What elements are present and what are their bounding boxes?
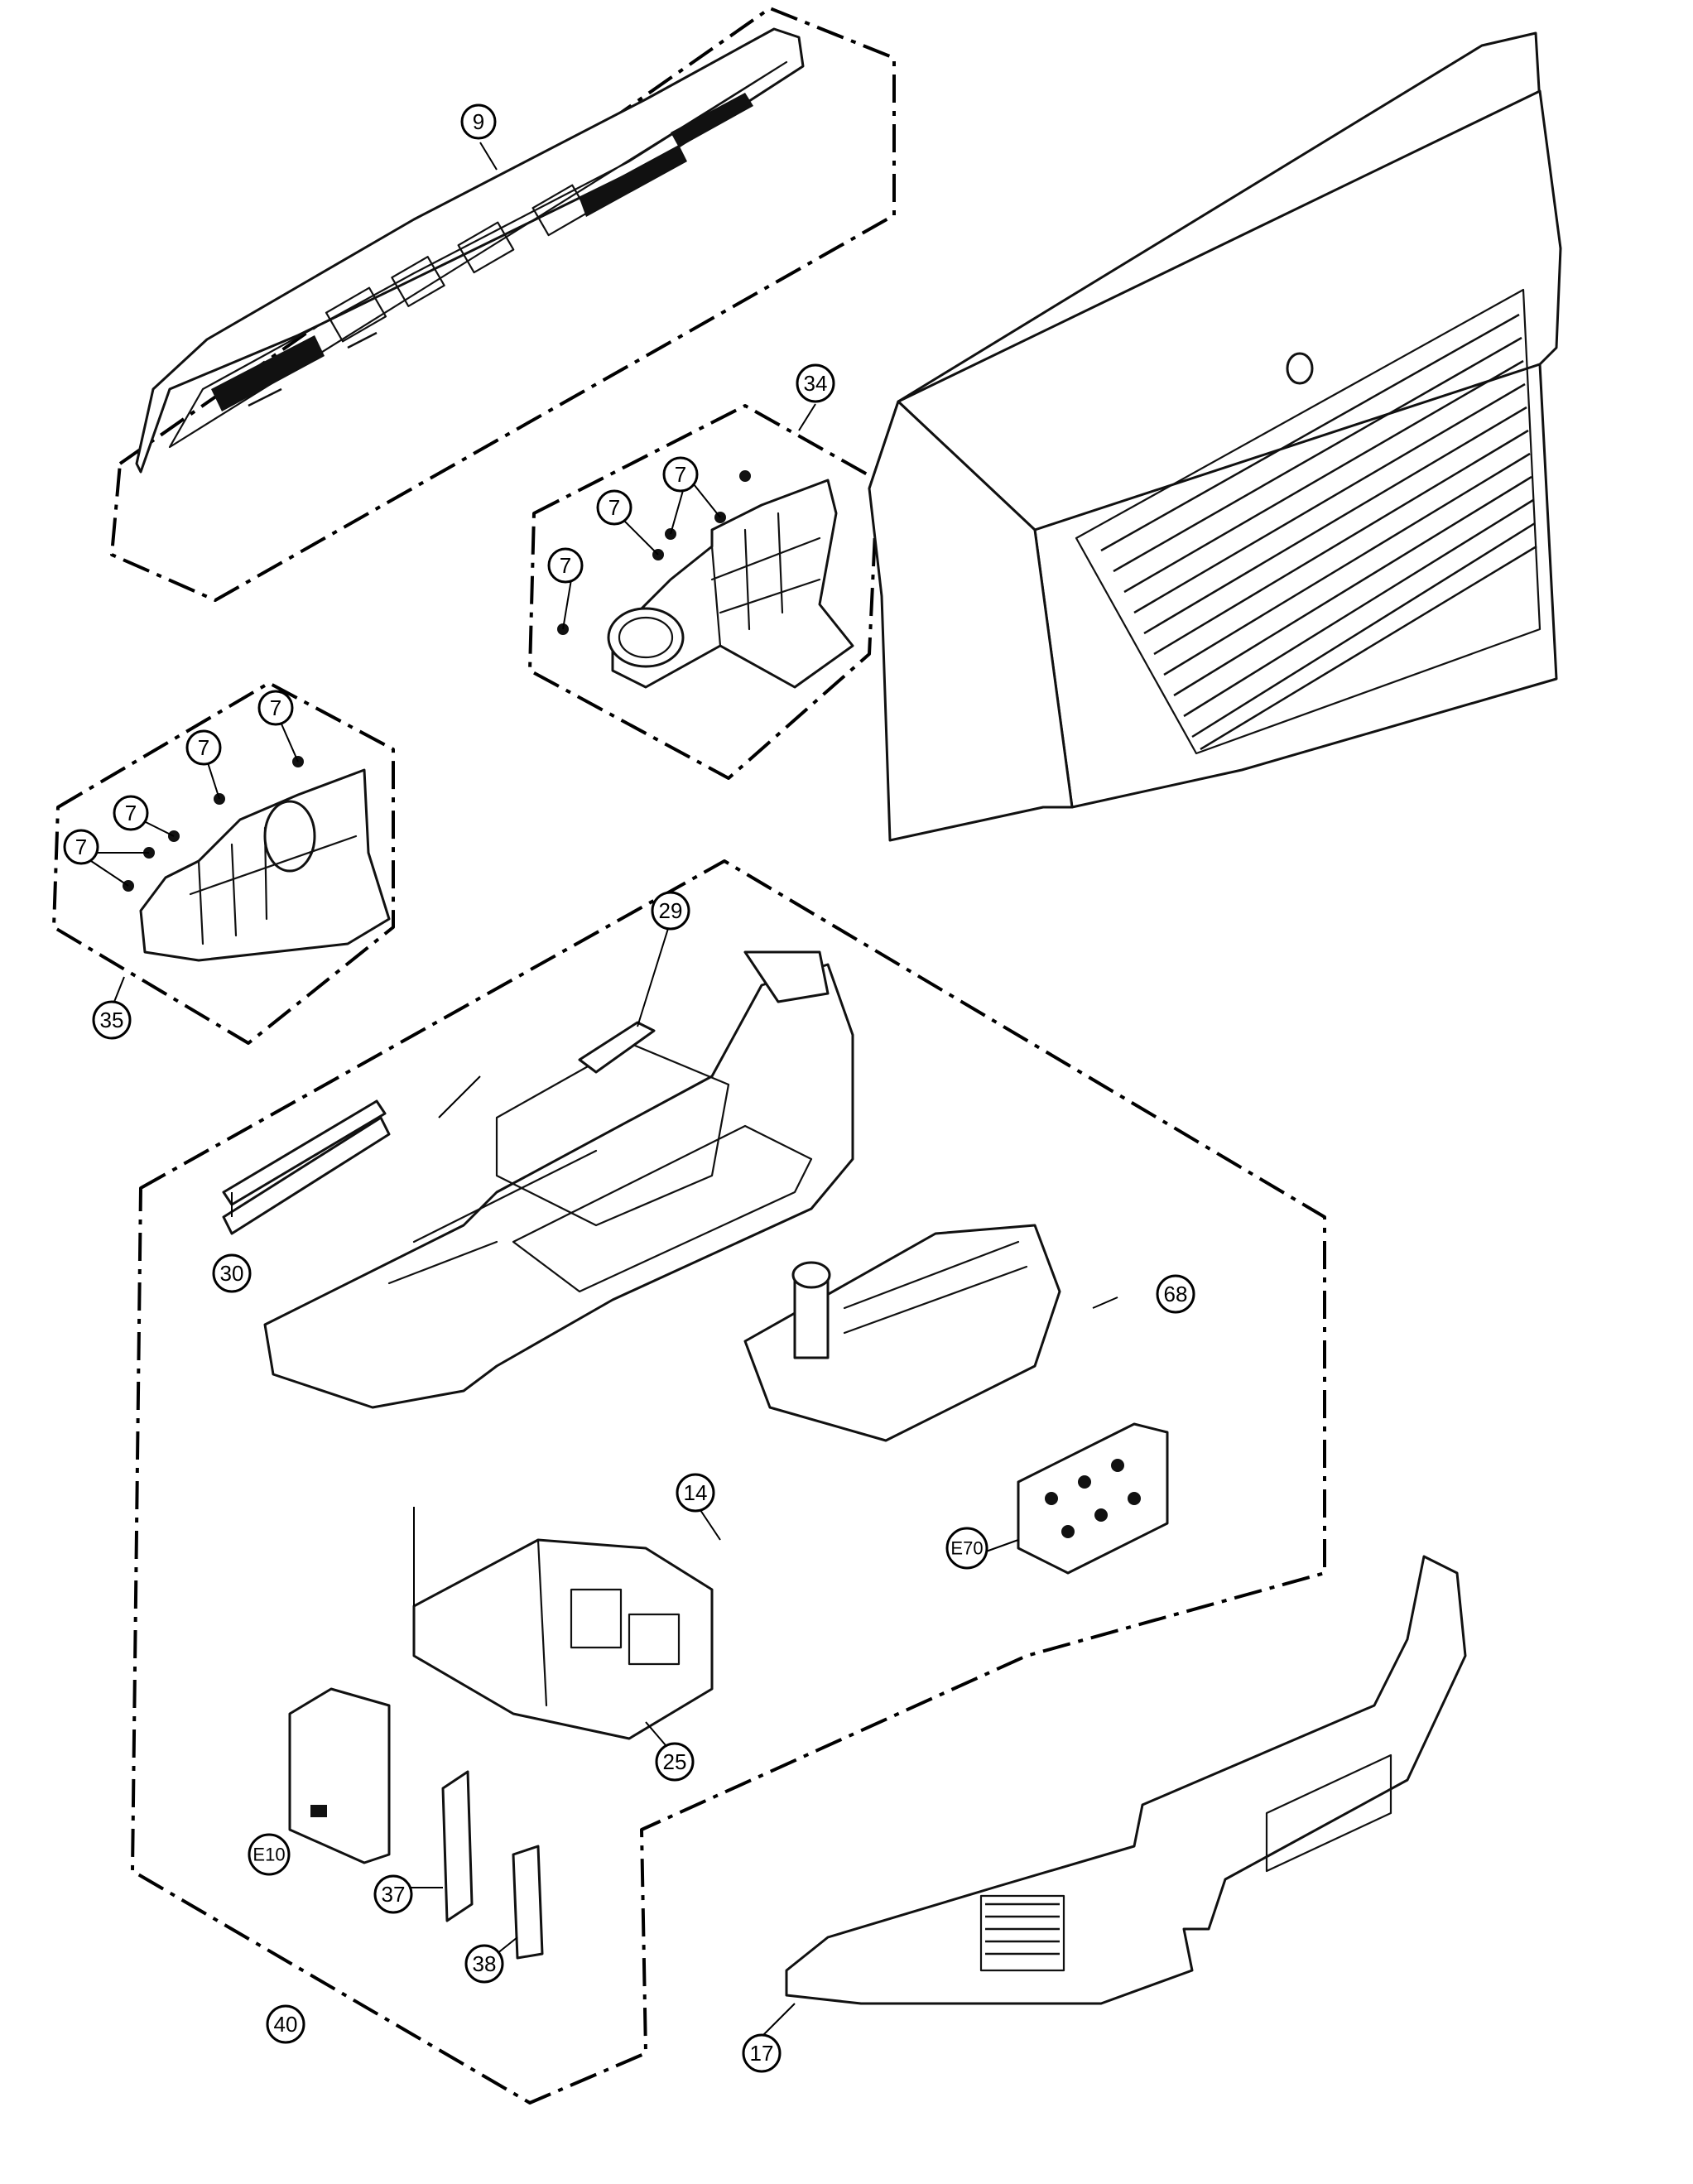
callout-14-label: 14 [684, 1480, 708, 1505]
pcb-e10 [288, 1687, 391, 1864]
callout-7-c: 7 [547, 547, 584, 584]
callout-7-e-label: 7 [198, 735, 209, 760]
bracket-assembly-34 [557, 470, 854, 689]
callout-34-label: 34 [804, 371, 828, 396]
callout-7-g-label: 7 [75, 835, 87, 859]
callout-7-c-label: 7 [560, 553, 571, 578]
callout-14: 14 [676, 1473, 715, 1513]
callout-7-a-label: 7 [675, 462, 686, 487]
callout-25-label: 25 [663, 1749, 687, 1774]
callout-7-f: 7 [113, 795, 149, 831]
callout-17: 17 [742, 2033, 782, 2073]
callout-7-b-label: 7 [608, 495, 620, 520]
bracket-assembly-35 [123, 756, 391, 962]
callout-29: 29 [651, 891, 690, 931]
main-board-cage [412, 1538, 714, 1740]
callout-37-label: 37 [382, 1882, 406, 1907]
callout-29-label: 29 [659, 898, 683, 923]
callout-68-label: 68 [1164, 1282, 1188, 1306]
callout-40-label: 40 [274, 2012, 298, 2037]
callout-35: 35 [92, 1000, 132, 1040]
group-box-front-panel [110, 7, 896, 602]
callout-40: 40 [266, 2004, 305, 2044]
callout-38-label: 38 [473, 1951, 497, 1976]
callout-38: 38 [464, 1944, 504, 1984]
convergence-assembly [743, 1224, 1061, 1442]
rail-30 [222, 1099, 387, 1206]
rail-29 [578, 1021, 656, 1074]
callout-7-d-label: 7 [270, 695, 281, 720]
cabinet-rear-cover [868, 31, 1562, 842]
callout-7-a: 7 [662, 456, 699, 493]
pcb-e70 [1017, 1422, 1169, 1575]
cabinet-vent-grille [1100, 313, 1537, 751]
front-cabinet-17 [785, 1555, 1467, 2005]
callout-35-label: 35 [100, 1008, 124, 1032]
callout-68: 68 [1156, 1274, 1195, 1314]
callout-9-label: 9 [473, 109, 484, 134]
callout-7-f-label: 7 [125, 801, 137, 825]
callout-37: 37 [373, 1874, 413, 1914]
front-cabinet-speaker-grille [985, 1903, 1060, 1955]
callout-30: 30 [212, 1253, 252, 1293]
callout-30-label: 30 [220, 1261, 244, 1286]
callout-9: 9 [460, 103, 497, 140]
callout-e70: E70 [945, 1527, 988, 1570]
callout-7-d: 7 [257, 690, 294, 726]
group-box-bracket-35 [52, 681, 395, 1045]
callout-17-label: 17 [750, 2041, 774, 2066]
callout-7-g: 7 [63, 829, 99, 865]
group-box-chassis-40 [131, 859, 1326, 2105]
callout-7-b: 7 [596, 489, 632, 526]
callout-e70-label: E70 [950, 1538, 983, 1559]
main-chassis-frame [222, 950, 854, 1409]
callout-e10: E10 [248, 1833, 291, 1876]
callout-7-e: 7 [185, 729, 222, 766]
group-box-bracket-34 [528, 404, 879, 780]
callout-34: 34 [796, 363, 835, 403]
bracket-38 [512, 1845, 544, 1960]
bracket-37 [441, 1770, 474, 1922]
callout-25: 25 [655, 1742, 695, 1782]
callout-e10-label: E10 [253, 1845, 285, 1865]
front-control-panel [135, 27, 805, 474]
